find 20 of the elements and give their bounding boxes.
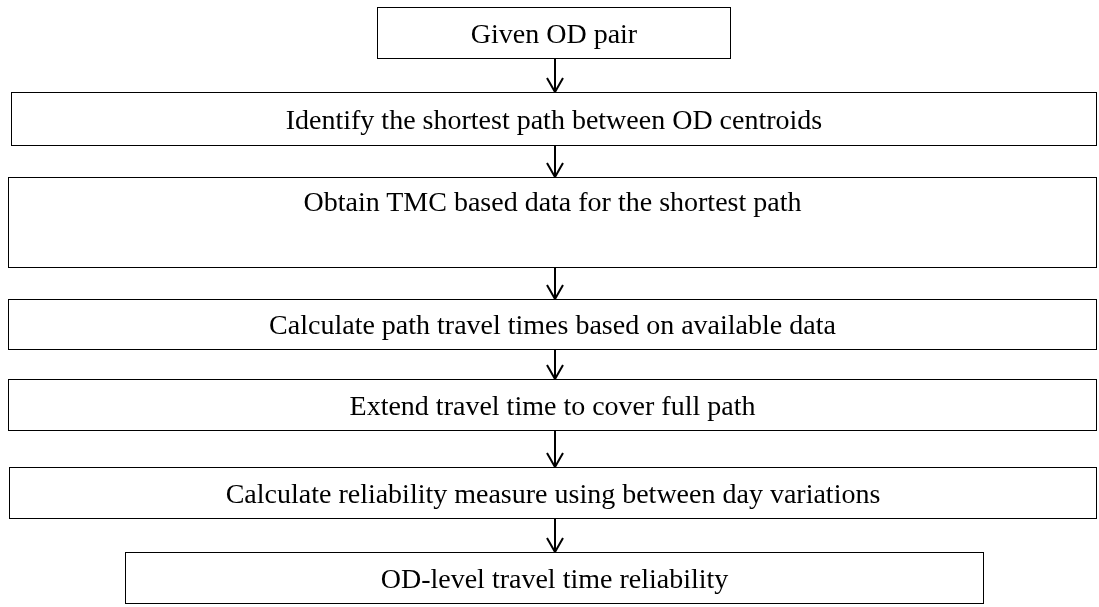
step-text: Obtain TMC based data for the shortest path <box>303 185 802 219</box>
process-box <box>9 467 1097 519</box>
arrow <box>546 267 564 300</box>
process-box <box>125 552 984 604</box>
arrow <box>546 58 564 93</box>
process-box <box>11 92 1097 146</box>
step-text: Calculate reliability measure using between day variations <box>225 476 881 511</box>
step-text: Given OD pair <box>470 16 638 51</box>
process-box <box>8 299 1097 350</box>
arrow <box>546 430 564 468</box>
step-text: Extend travel time to cover full path <box>349 388 756 423</box>
arrow <box>546 349 564 380</box>
process-box <box>8 379 1097 431</box>
arrow <box>546 145 564 178</box>
step-text: OD-level travel time reliability <box>380 561 729 596</box>
process-box <box>377 7 731 59</box>
step-text: Identify the shortest path between OD centroids <box>285 102 823 137</box>
arrow <box>546 518 564 553</box>
process-box <box>8 177 1097 268</box>
step-text: Calculate path travel times based on available data <box>269 308 836 342</box>
